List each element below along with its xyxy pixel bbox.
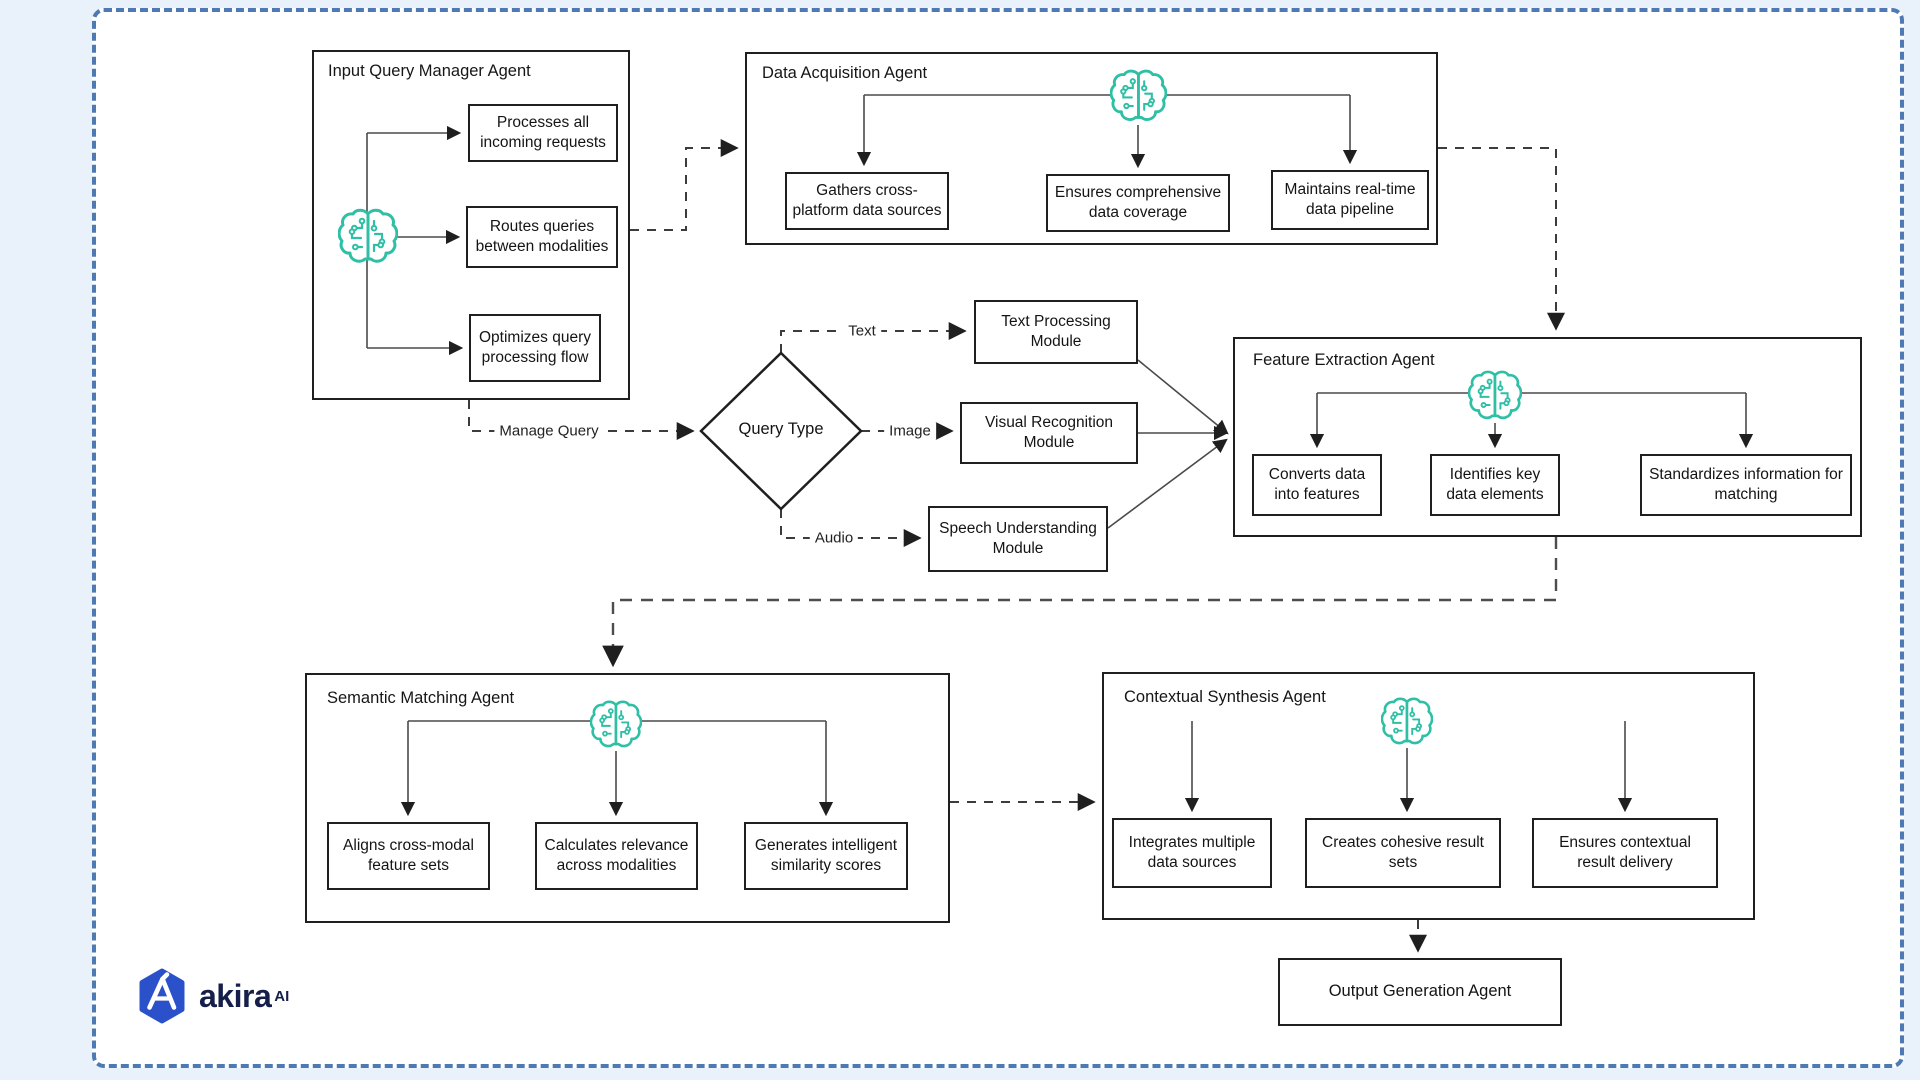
node-visual-recognition-module: Visual Recognition Module [960, 402, 1138, 464]
edge-label-image: Image [884, 422, 936, 440]
input-query-manager-title: Input Query Manager Agent [328, 62, 531, 80]
feature-extraction-title: Feature Extraction Agent [1253, 351, 1435, 369]
ai-brain-icon [1468, 369, 1522, 423]
node-converts-features: Converts data into features [1252, 454, 1382, 516]
ai-brain-icon [338, 206, 398, 268]
node-routes-queries: Routes queries between modalities [466, 206, 618, 268]
node-ensures-delivery: Ensures contextual result delivery [1532, 818, 1718, 888]
node-ensures-coverage: Ensures comprehensive data coverage [1046, 174, 1230, 232]
node-identifies-elements: Identifies key data elements [1430, 454, 1560, 516]
brand-name: akira [199, 977, 272, 1014]
brand-suffix: AI [274, 987, 290, 1005]
query-type-label: Query Type [738, 420, 824, 438]
node-gathers-sources: Gathers cross-platform data sources [785, 172, 949, 230]
ai-brain-icon [1110, 68, 1167, 125]
node-integrates-sources: Integrates multiple data sources [1112, 818, 1272, 888]
edge-label-text: Text [843, 322, 881, 340]
node-creates-results: Creates cohesive result sets [1305, 818, 1501, 888]
node-processes-requests: Processes all incoming requests [468, 104, 618, 162]
node-speech-understanding-module: Speech Understanding Module [928, 506, 1108, 572]
node-text-processing-module: Text Processing Module [974, 300, 1138, 364]
node-generates-scores: Generates intelligent similarity scores [744, 822, 908, 890]
data-acquisition-title: Data Acquisition Agent [762, 64, 928, 82]
node-maintains-pipeline: Maintains real-time data pipeline [1271, 170, 1429, 230]
akira-hexagon-icon [139, 968, 185, 1024]
semantic-matching-title: Semantic Matching Agent [327, 689, 515, 707]
ai-brain-icon [1381, 696, 1433, 748]
edge-label-audio: Audio [809, 529, 859, 547]
edge-label-manage-query: Manage Query [494, 422, 604, 440]
contextual-synthesis-title: Contextual Synthesis Agent [1124, 688, 1326, 706]
output-generation-agent-box: Output Generation Agent [1278, 958, 1562, 1026]
ai-brain-icon [590, 699, 642, 751]
node-optimizes-flow: Optimizes query processing flow [469, 314, 601, 382]
node-standardizes-info: Standardizes information for matching [1640, 454, 1852, 516]
node-aligns-features: Aligns cross-modal feature sets [327, 822, 490, 890]
node-calculates-relevance: Calculates relevance across modalities [535, 822, 698, 890]
